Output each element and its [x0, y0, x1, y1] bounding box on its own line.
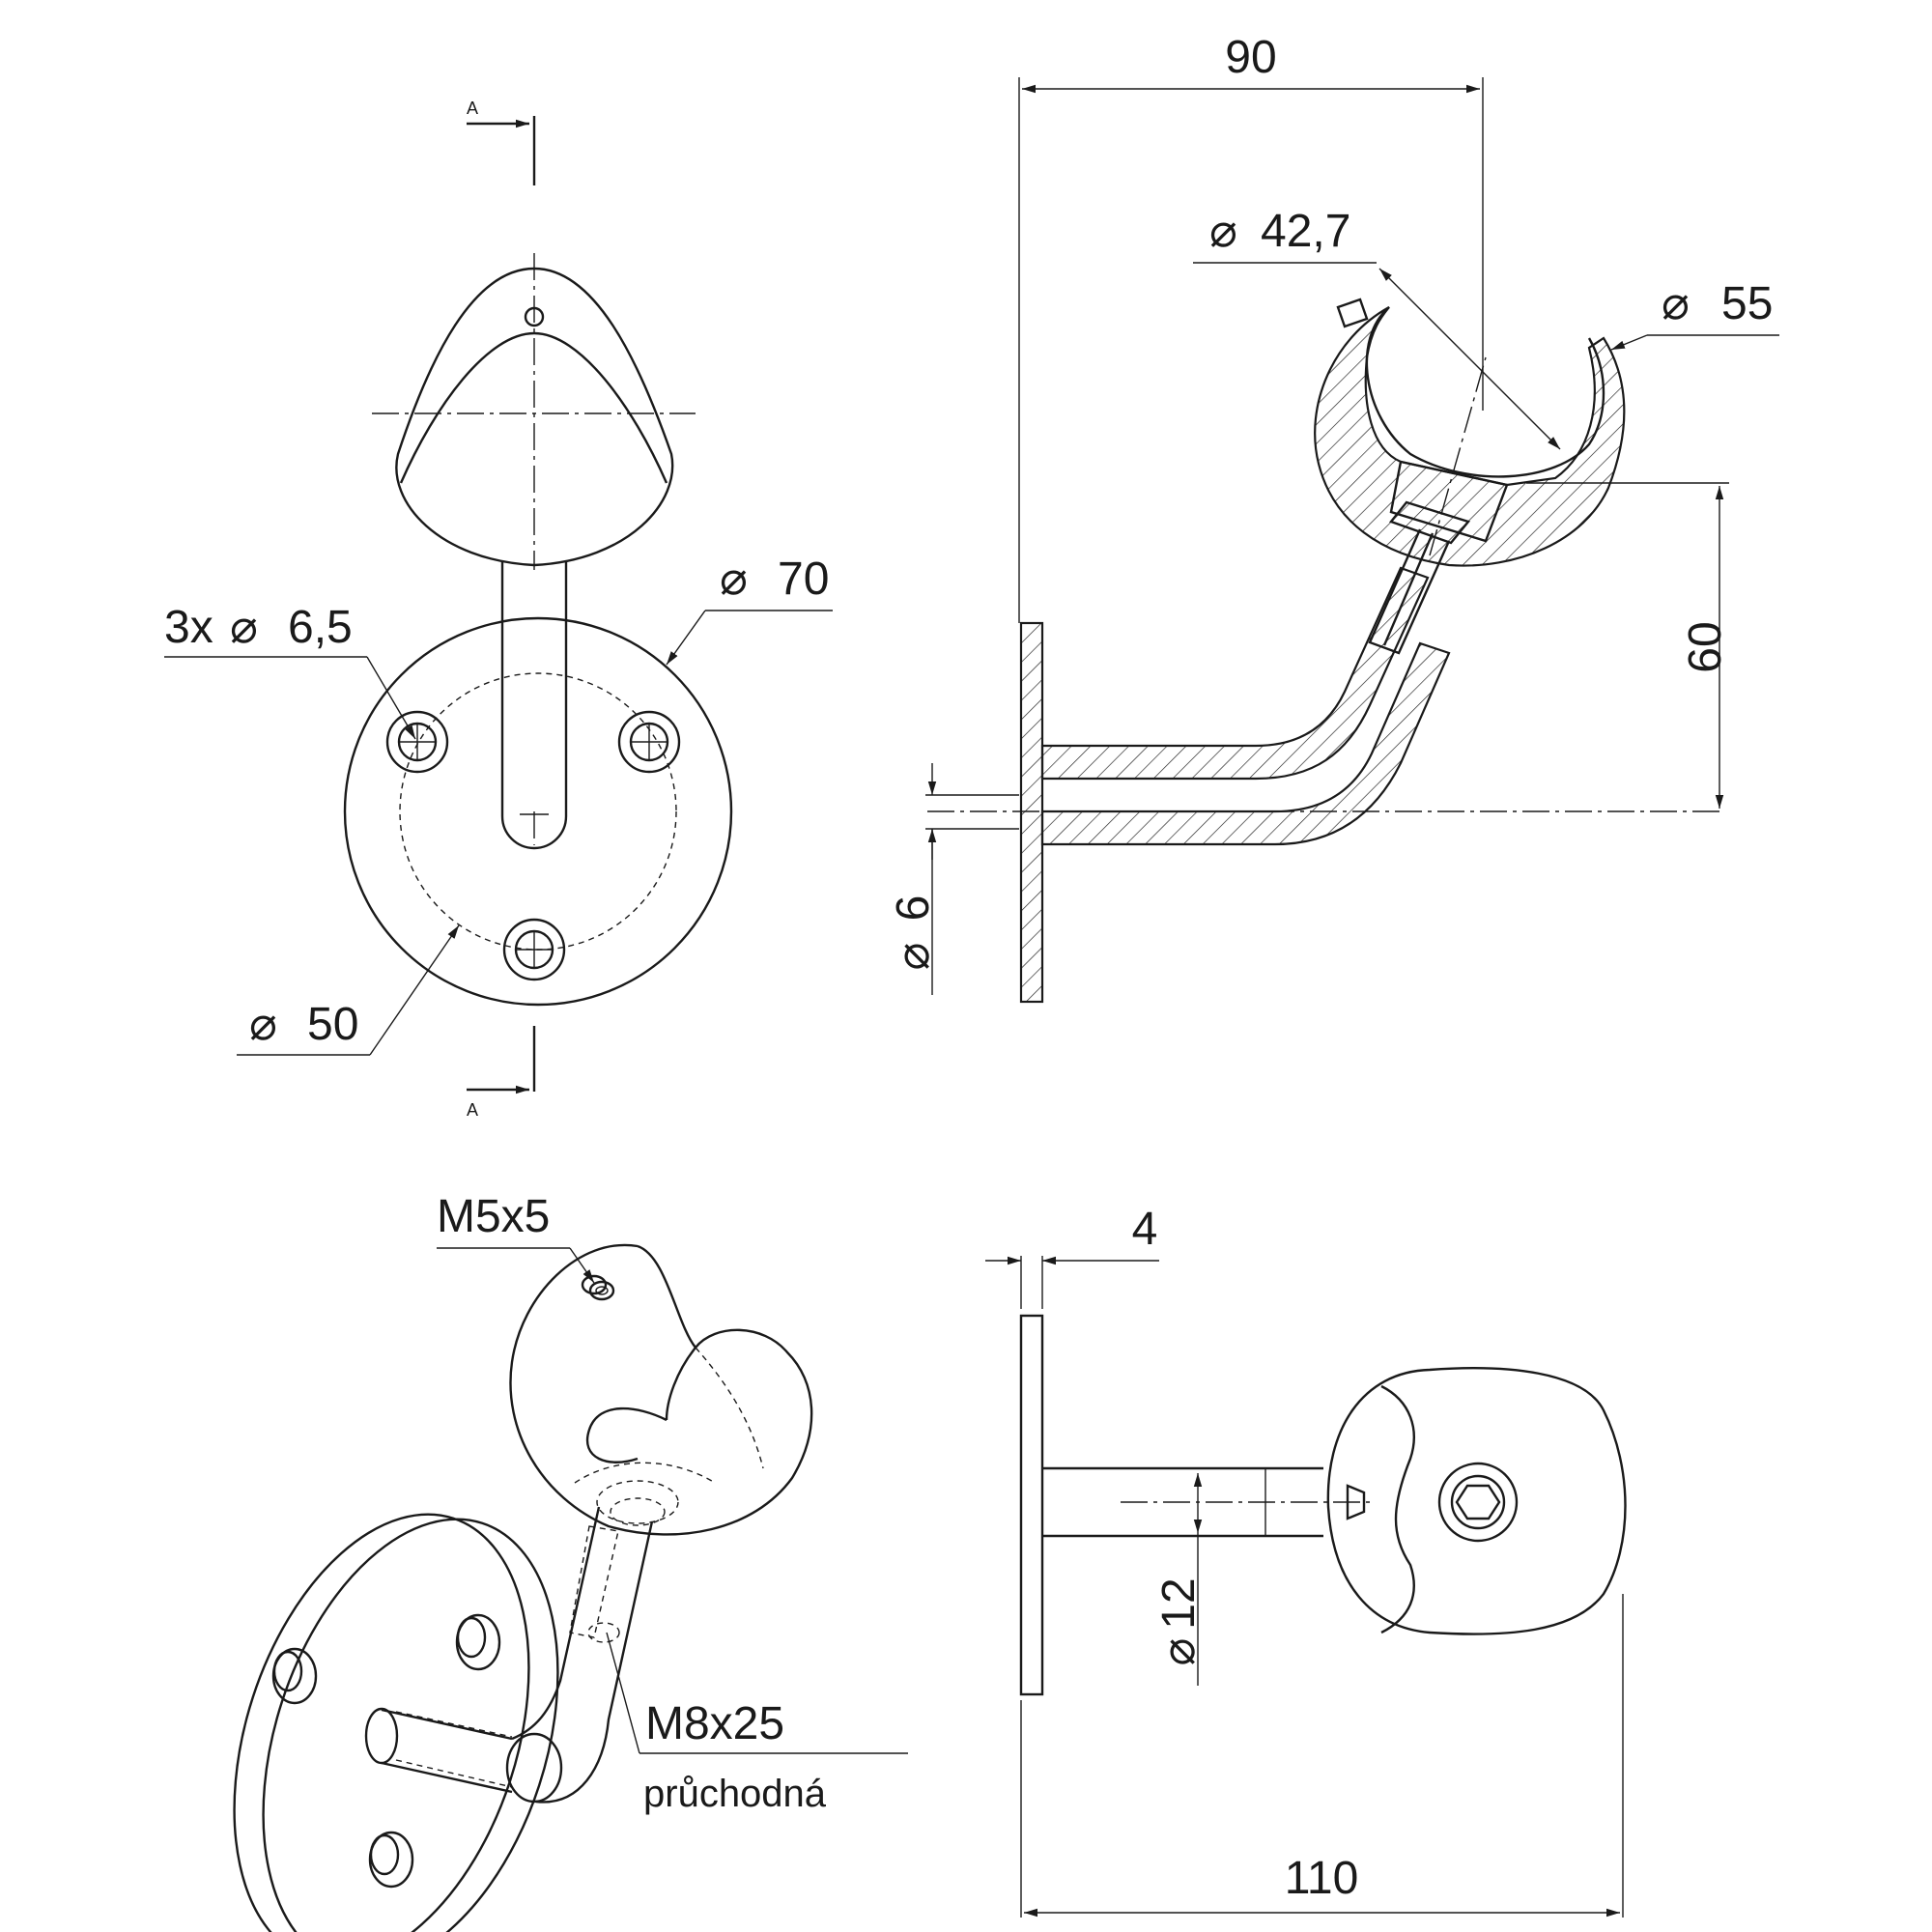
set-screw-section — [1336, 298, 1369, 328]
diameter-symbol: ⌀ — [720, 554, 748, 605]
set-screw-hole — [524, 306, 545, 327]
top-wall-plate — [1019, 1314, 1044, 1696]
saddle-inner-diameter-value: 42,7 — [1261, 206, 1350, 257]
iso-wall-plate — [233, 1513, 559, 1932]
diameter-symbol: ⌀ — [230, 602, 258, 653]
diameter-symbol: ⌀ — [1662, 278, 1690, 329]
flange-circle — [343, 616, 733, 1007]
label-set-screw: M5x5 — [437, 1191, 595, 1284]
bent-rod-section — [927, 566, 1719, 846]
iso-saddle — [509, 1243, 813, 1536]
diameter-symbol: ⌀ — [1209, 206, 1237, 257]
width-value: 90 — [1225, 32, 1276, 83]
isometric-view: M5x5 — [233, 1191, 908, 1932]
bolt-circle-diameter-value: 50 — [307, 999, 358, 1050]
dim-width: 90 — [1018, 32, 1484, 623]
holes-count-label: 3x — [164, 602, 213, 653]
rod-diameter-value: 6 — [888, 895, 939, 922]
section-marker-top: A — [467, 99, 536, 185]
iso-set-screw — [581, 1274, 615, 1301]
front-view: A 3x ⌀ — [164, 99, 833, 1120]
dim-plate-thickness: 4 — [985, 1204, 1159, 1309]
diameter-symbol: ⌀ — [888, 943, 939, 971]
section-letter-top: A — [467, 99, 478, 118]
plate-thickness-value: 4 — [1132, 1204, 1158, 1255]
diameter-symbol: ⌀ — [1153, 1638, 1205, 1666]
dim-flange: ⌀ 70 — [666, 554, 833, 666]
thread-note: průchodná — [643, 1773, 827, 1815]
top-saddle — [1326, 1367, 1627, 1635]
top-view: 4 ⌀ 12 — [985, 1204, 1627, 1918]
section-letter-bottom: A — [467, 1100, 478, 1120]
dim-total-length: 110 — [1020, 1594, 1624, 1918]
rod-front — [500, 560, 568, 850]
label-thread: M8x25 průchodná — [606, 1632, 908, 1815]
mounting-holes — [385, 710, 681, 981]
flange-diameter-value: 70 — [778, 554, 829, 605]
holes-diameter-value: 6,5 — [288, 602, 353, 653]
dim-height: 60 — [1526, 482, 1731, 809]
dim-bolt-circle: ⌀ 50 — [237, 924, 460, 1056]
set-screw-label: M5x5 — [437, 1191, 550, 1242]
section-marker-bottom: A — [467, 1026, 536, 1120]
top-rod — [1042, 1466, 1372, 1538]
iso-rod — [364, 1506, 654, 1804]
dim-holes: 3x ⌀ 6,5 — [164, 602, 416, 740]
height-value: 60 — [1680, 621, 1731, 672]
dim-saddle-inner: ⌀ 42,7 — [1193, 206, 1561, 450]
saddle-front — [395, 267, 674, 567]
wall-plate-section — [1019, 621, 1044, 1004]
saddle-section — [1314, 298, 1626, 567]
total-length-value: 110 — [1285, 1853, 1359, 1904]
dim-rod-small: ⌀ 6 — [888, 763, 1019, 995]
top-set-screw — [1346, 1484, 1366, 1520]
side-section-view: 90 ⌀ 42,7 — [888, 32, 1779, 1004]
rod-large-diameter-value: 12 — [1153, 1577, 1205, 1629]
diameter-symbol: ⌀ — [249, 999, 277, 1050]
dim-rod-large: ⌀ 12 — [1153, 1473, 1205, 1686]
dim-saddle-outer: ⌀ 55 — [1610, 278, 1779, 351]
saddle-outer-diameter-value: 55 — [1721, 278, 1773, 329]
thread-label: M8x25 — [645, 1698, 784, 1749]
